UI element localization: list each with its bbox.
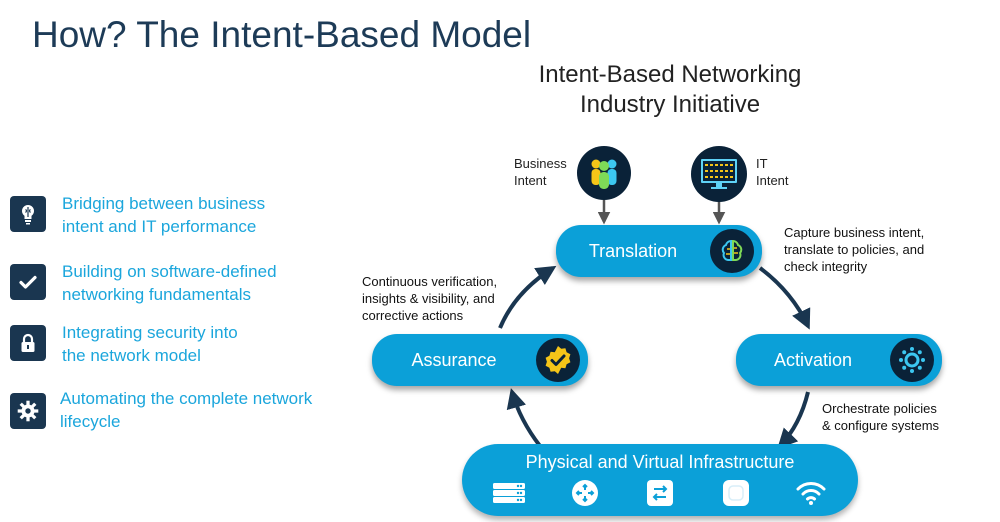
diagram-subtitle: Intent-Based Networking Industry Initiat… bbox=[480, 60, 860, 120]
feature-line-2: lifecycle bbox=[60, 412, 121, 431]
brain-icon bbox=[710, 229, 754, 273]
page-title: How? The Intent-Based Model bbox=[32, 14, 532, 55]
monitor-icon bbox=[691, 146, 747, 202]
business-intent-line-2: Intent bbox=[514, 173, 547, 188]
infrastructure-icons bbox=[492, 476, 828, 510]
activation-note-line: Orchestrate policies bbox=[822, 401, 937, 416]
infrastructure-stage: Physical and Virtual Infrastructure bbox=[462, 444, 858, 516]
access-point-icon bbox=[719, 476, 753, 510]
assurance-label: Assurance bbox=[411, 349, 497, 370]
badge-check-icon bbox=[536, 338, 580, 382]
translation-note-line: check integrity bbox=[784, 259, 868, 274]
assurance-note-line: insights & visibility, and bbox=[362, 291, 495, 306]
feature-line-2: the network model bbox=[62, 346, 201, 365]
business-intent-line-1: Business bbox=[514, 156, 567, 171]
cog-circle-icon bbox=[890, 338, 934, 382]
checkmark-icon bbox=[10, 264, 46, 300]
translation-label: Translation bbox=[588, 240, 678, 261]
translation-note-line: Capture business intent, bbox=[784, 225, 925, 240]
assurance-note-line: corrective actions bbox=[362, 308, 464, 323]
assurance-note-line: Continuous verification, bbox=[362, 274, 498, 289]
activation-label: Activation bbox=[773, 349, 853, 370]
brain-bulb-icon bbox=[10, 196, 46, 232]
translation-stage: Translation bbox=[556, 225, 762, 277]
assurance-note: Continuous verification, insights & visi… bbox=[362, 273, 497, 324]
wifi-icon bbox=[794, 476, 828, 510]
feature-line-2: networking fundamentals bbox=[62, 285, 252, 304]
feature-line-1: Building on software-defined bbox=[62, 262, 277, 281]
gear-icon bbox=[10, 393, 46, 429]
it-intent-label: IT Intent bbox=[756, 155, 789, 189]
it-intent-line-2: Intent bbox=[756, 173, 789, 188]
server-icon bbox=[492, 476, 526, 510]
feature-text: Automating the complete network lifecycl… bbox=[60, 387, 312, 433]
feature-line-2: intent and IT performance bbox=[62, 217, 257, 236]
it-intent-line-1: IT bbox=[756, 156, 768, 171]
switch-icon bbox=[643, 476, 677, 510]
infrastructure-label: Physical and Virtual Infrastructure bbox=[525, 452, 795, 472]
feature-text: Building on software-defined networking … bbox=[62, 260, 277, 306]
feature-text: Bridging between business intent and IT … bbox=[62, 192, 265, 238]
activation-stage: Activation bbox=[736, 334, 942, 386]
activation-note-line: & configure systems bbox=[822, 418, 940, 433]
feature-text: Integrating security into the network mo… bbox=[62, 321, 238, 367]
feature-line-1: Bridging between business bbox=[62, 194, 266, 213]
translation-note: Capture business intent, translate to po… bbox=[784, 224, 924, 275]
subtitle-line-1: Intent-Based Networking bbox=[538, 61, 802, 88]
feature-line-1: Integrating security into bbox=[62, 323, 238, 342]
subtitle-line-2: Industry Initiative bbox=[579, 91, 761, 118]
translation-note-line: translate to policies, and bbox=[784, 242, 925, 257]
feature-line-1: Automating the complete network bbox=[60, 389, 313, 408]
router-icon bbox=[568, 476, 602, 510]
activation-note: Orchestrate policies & configure systems bbox=[822, 400, 939, 434]
business-intent-label: Business Intent bbox=[514, 155, 567, 189]
lock-icon bbox=[10, 325, 46, 361]
people-icon bbox=[577, 146, 631, 200]
assurance-stage: Assurance bbox=[372, 334, 588, 386]
